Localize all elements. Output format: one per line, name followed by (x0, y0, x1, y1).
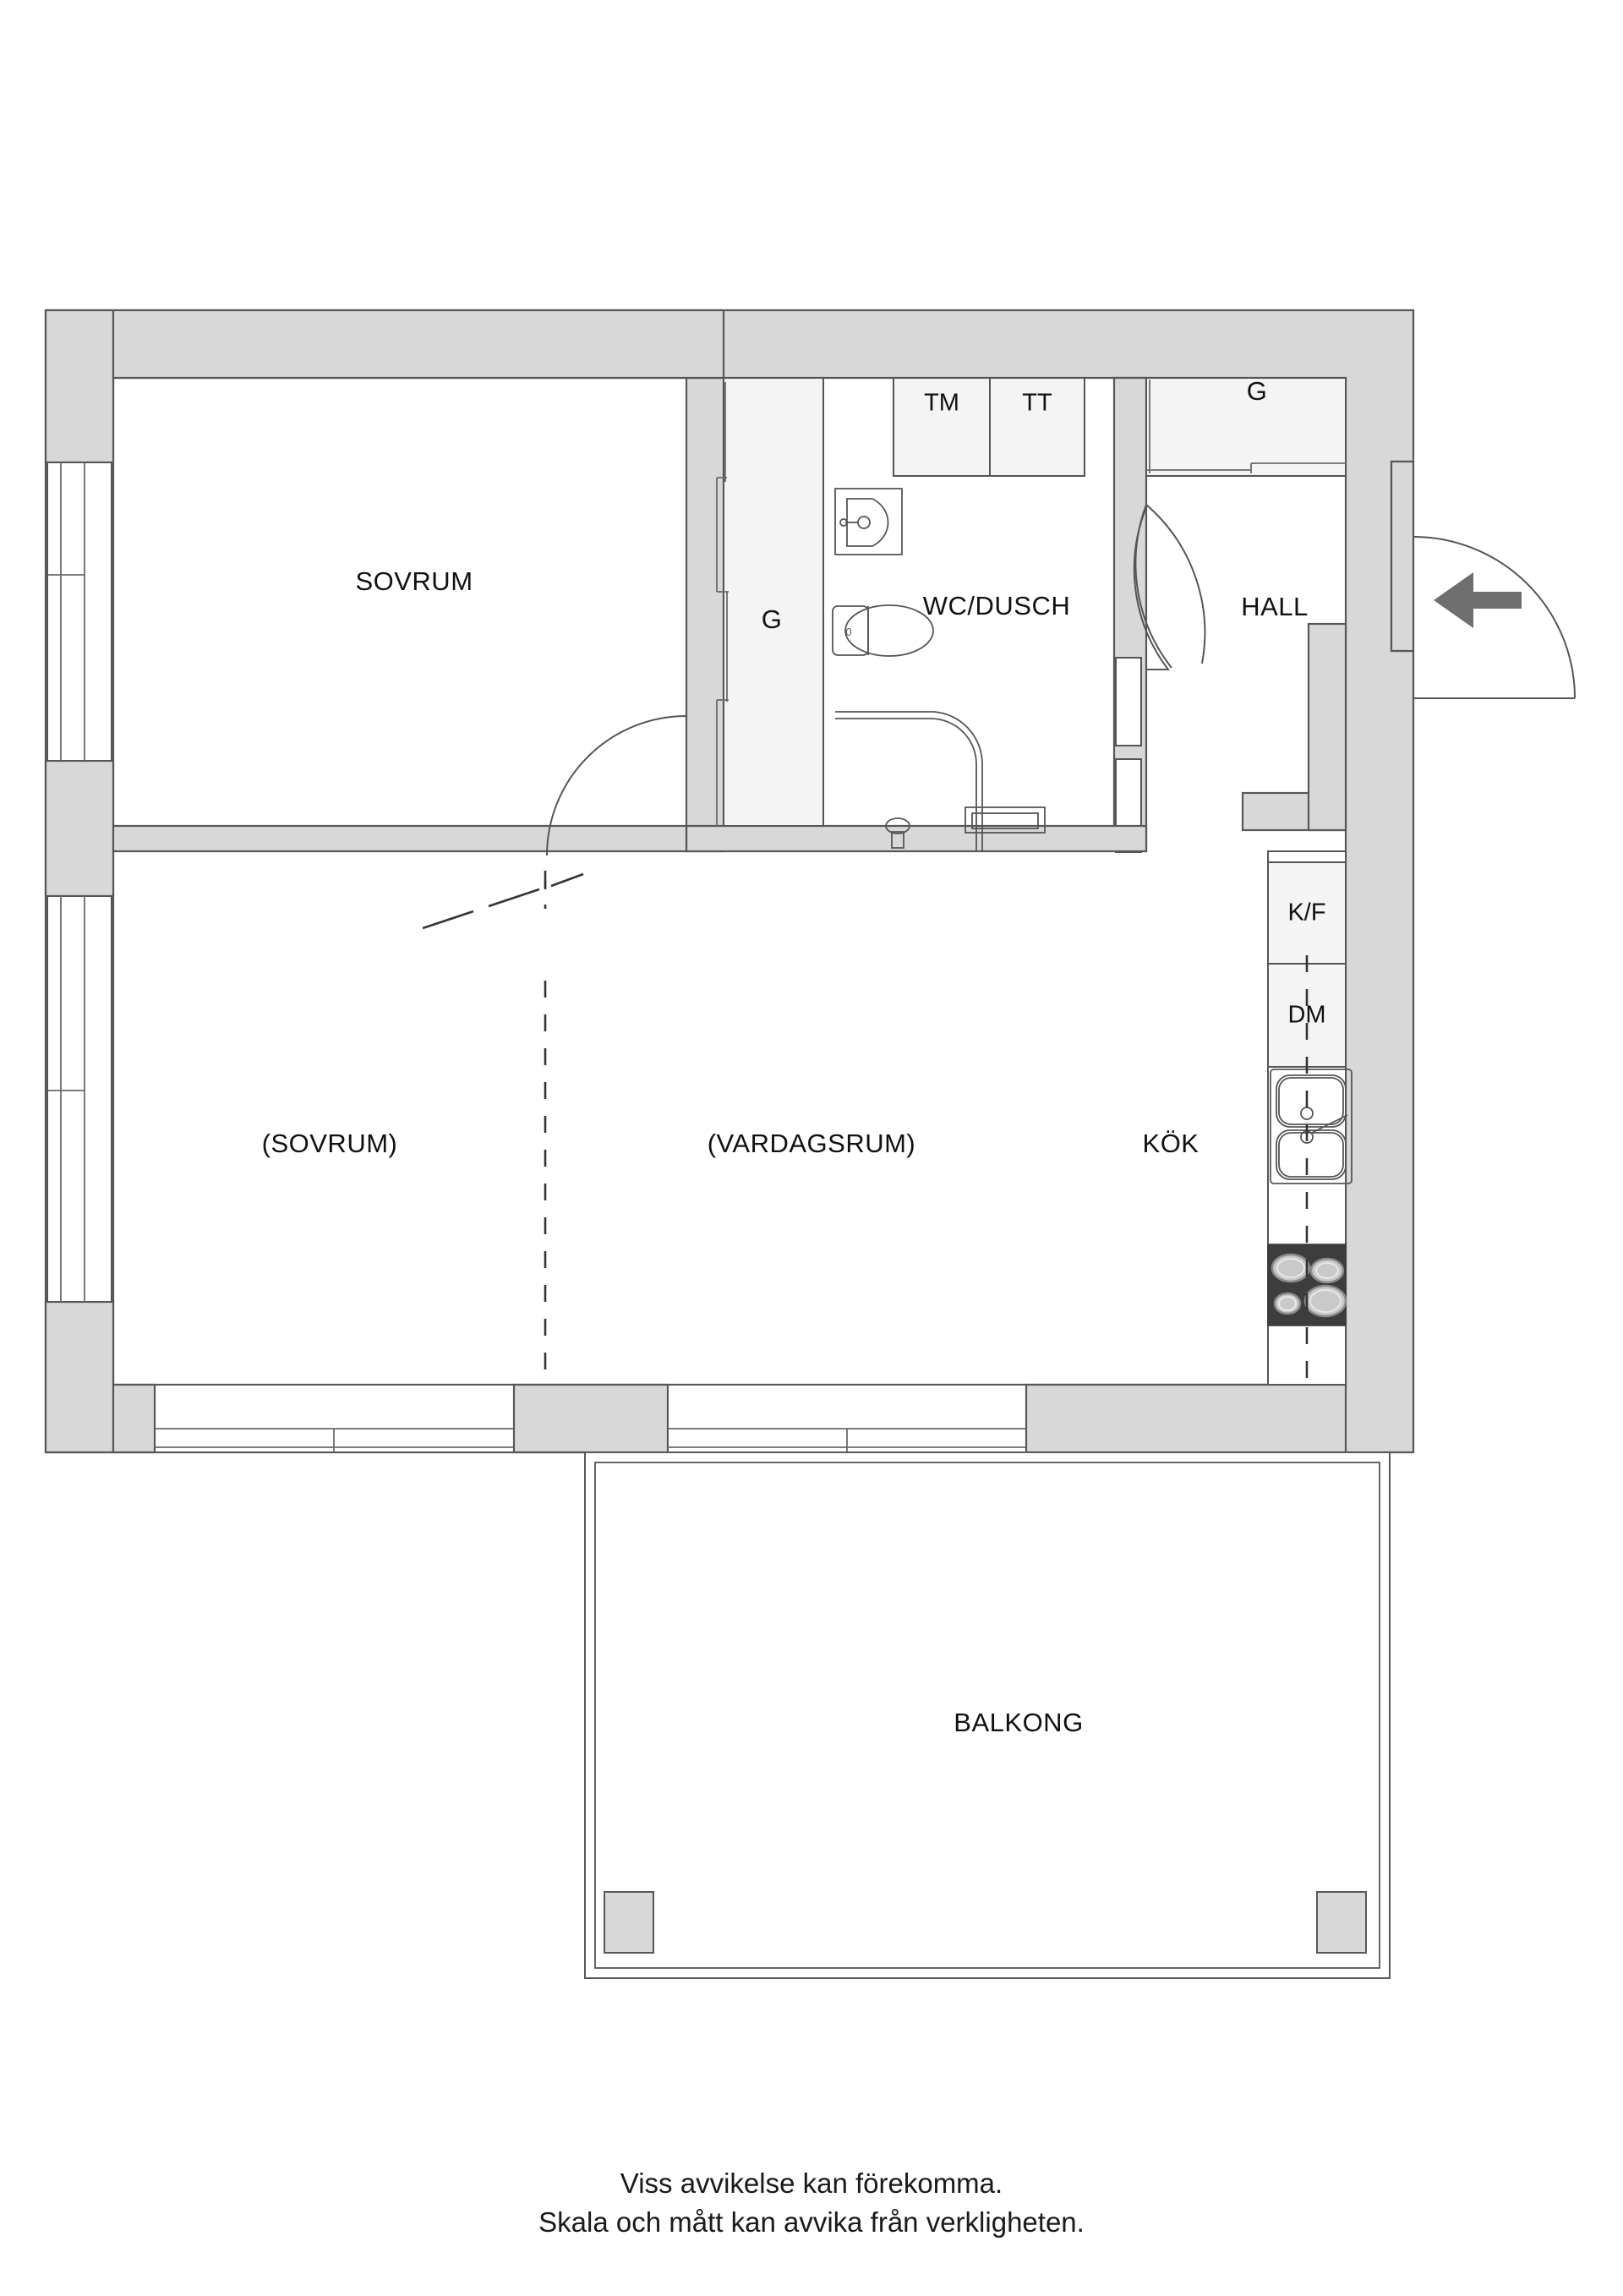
room-label-kok: KÖK (1143, 1129, 1199, 1158)
wall-bath-block-bottom (685, 824, 1148, 853)
toilet-icon: 0 (832, 604, 934, 657)
balcony: BALKONG (584, 1451, 1391, 1979)
entrance-wall-jamb (1390, 460, 1415, 653)
bedroom-door-swing (546, 715, 687, 856)
balcony-label: BALKONG (954, 1708, 1083, 1737)
closet-hall-g-label: G (1247, 376, 1268, 406)
wall-bottom-right (1025, 1383, 1347, 1454)
partition-bedroom-closet (685, 376, 725, 853)
bathroom-cabinet (965, 806, 1046, 834)
exterior-wall-left-mid (44, 759, 115, 898)
appliance-kf-label: K/F (1287, 899, 1325, 927)
balcony-post-left (604, 1891, 654, 1954)
bathroom-sink-icon (834, 488, 903, 555)
room-label-hall: HALL (1241, 592, 1309, 621)
closet-bedroom-g-label: G (762, 604, 783, 634)
disclaimer-line-1: Viss avvikelse kan förekomma. (620, 2168, 1003, 2199)
disclaimer: Viss avvikelse kan förekomma. Skala och … (0, 2164, 1623, 2242)
closet-hall-g: G (1145, 376, 1347, 477)
room-label-vardagsrum: (VARDAGSRUM) (708, 1129, 916, 1158)
stove-four-burner-icon (1267, 1244, 1347, 1326)
window-left-upper (46, 462, 112, 762)
exterior-wall-left-top (44, 309, 115, 464)
exterior-wall-left-bottom (44, 1300, 115, 1454)
wall-bedroom-bottom (112, 824, 688, 853)
entrance-arrow-icon (1434, 572, 1522, 628)
wall-bottom-left-stub (112, 1383, 156, 1454)
window-left-lower (46, 895, 112, 1303)
entrance-door-swing (1413, 536, 1576, 699)
appliance-torktumlare: TT (989, 377, 1085, 477)
room-divider-dashed (422, 871, 584, 1385)
appliance-tvattmaskin: TM (893, 377, 991, 477)
wall-pier-bottom (512, 1383, 669, 1454)
appliance-tt-label: TT (1022, 390, 1052, 417)
room-label-wc-dusch: WC/DUSCH (923, 591, 1071, 620)
disclaimer-line-2: Skala och mått kan avvika från verklighe… (538, 2206, 1085, 2238)
hall-door-swing (1133, 504, 1206, 670)
wall-kitchen-right-upper (1307, 622, 1347, 832)
window-bottom-left (154, 1384, 515, 1453)
balcony-door-bottom (667, 1384, 1027, 1453)
shower-area-icon (835, 711, 983, 851)
floor-drain-icon (885, 817, 910, 849)
svg-text:0: 0 (845, 626, 851, 638)
appliance-tm-label: TM (924, 390, 959, 417)
appliance-diskmaskin: DM (1267, 963, 1347, 1068)
closet-bedroom-g: G (716, 377, 824, 827)
wall-top-over-bedroom (112, 309, 725, 380)
kitchen-double-sink-icon (1270, 1069, 1352, 1184)
appliance-kyl-frys: K/F (1267, 861, 1347, 965)
room-label-sovrum-alt: (SOVRUM) (262, 1129, 398, 1158)
balcony-post-right (1316, 1891, 1367, 1954)
room-label-sovrum: SOVRUM (355, 566, 473, 596)
wall-niche-upper (1115, 657, 1142, 746)
